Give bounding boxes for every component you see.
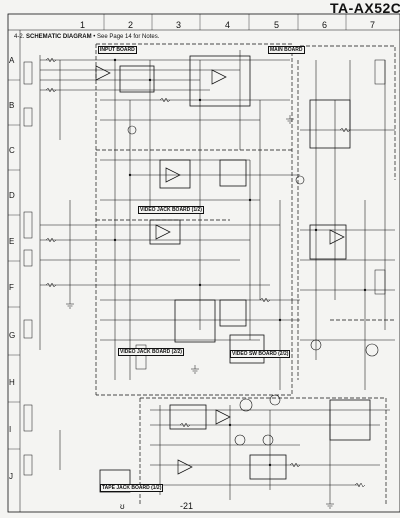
section-number: 4-2. <box>14 34 25 40</box>
column-number-5: 5 <box>274 20 280 30</box>
diagram-title: SCHEMATIC DIAGRAM <box>26 34 92 40</box>
connector-pins <box>23 59 386 476</box>
transistor-symbols <box>127 125 379 446</box>
row-letter-f: F <box>9 283 14 292</box>
row-letter-h: H <box>9 378 15 387</box>
row-letter-b: B <box>9 101 15 110</box>
vertical-wiring <box>39 50 386 500</box>
board-boundaries <box>95 43 396 505</box>
opamp-symbols <box>95 65 345 475</box>
row-letter-j: J <box>9 472 13 481</box>
diagram-caption: 4-2. SCHEMATIC DIAGRAM • See Page 14 for… <box>14 34 159 40</box>
column-number-1: 1 <box>80 20 86 30</box>
frame-border <box>7 13 400 513</box>
notes-reference: • See Page 14 for Notes. <box>93 34 160 40</box>
board-label-tape-jack: TAPE JACK BOARD (1/2) <box>100 484 164 492</box>
row-letter-i: I <box>9 425 12 434</box>
board-label-main: MAIN BOARD <box>268 46 305 54</box>
column-number-3: 3 <box>176 20 182 30</box>
model-number: TA-AX52C <box>330 0 400 16</box>
page-number: -21 <box>180 501 194 511</box>
ic-blocks <box>99 55 371 493</box>
board-label-video-sw: VIDEO SW BOARD (2/2) <box>230 350 291 358</box>
board-label-input: INPUT BOARD <box>98 46 137 54</box>
junction-dots <box>113 58 367 467</box>
row-letter-d: D <box>9 191 15 200</box>
column-number-6: 6 <box>322 20 328 30</box>
board-label-video-jack: VIDEO JACK BOARD (1/2) <box>138 206 204 214</box>
resistor-symbols <box>45 57 366 488</box>
column-number-7: 7 <box>370 20 376 30</box>
row-letter-a: A <box>9 56 15 65</box>
row-letter-e: E <box>9 237 15 246</box>
footer-mark: ʊ <box>120 502 125 511</box>
column-number-2: 2 <box>128 20 134 30</box>
bus-wiring <box>40 59 395 486</box>
column-number-4: 4 <box>225 20 231 30</box>
board-label-video-jack-2: VIDEO JACK BOARD (2/2) <box>118 348 184 356</box>
ground-symbols <box>66 115 334 509</box>
row-letter-g: G <box>9 331 16 340</box>
row-letter-c: C <box>9 146 15 155</box>
